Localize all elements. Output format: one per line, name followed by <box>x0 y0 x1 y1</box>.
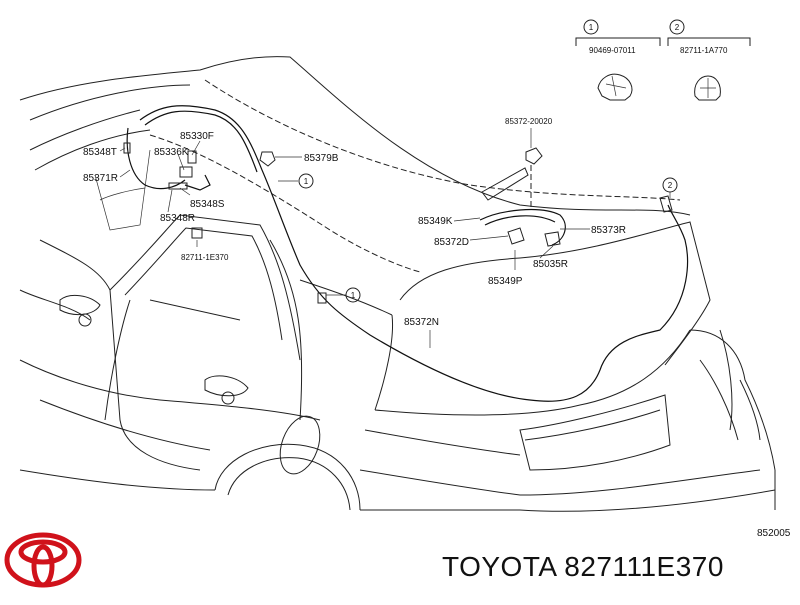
svg-text:2: 2 <box>668 181 673 190</box>
car-body-outline <box>19 56 776 512</box>
label-85348r: 85348R <box>160 213 195 224</box>
callout-legend-1: 1 90469-07011 <box>575 19 661 101</box>
label-85372d: 85372D <box>434 237 469 248</box>
label-85373r: 85373R <box>591 225 626 236</box>
label-85330f: 85330F <box>180 131 214 142</box>
label-85035r: 85035R <box>533 259 568 270</box>
clamp-icon <box>317 292 327 304</box>
leader-lines <box>119 128 671 348</box>
diagram-code: 852005 <box>757 528 791 539</box>
label-82711-1e370: 82711-1E370 <box>181 253 229 262</box>
legend-part-90469-07011: 90469-07011 <box>589 46 636 55</box>
hose-joint-icon <box>123 142 131 154</box>
svg-text:1: 1 <box>304 177 309 186</box>
label-85348s: 85348S <box>190 199 225 210</box>
label-85371r: 85371R <box>83 173 118 184</box>
antenna-icon <box>481 167 529 201</box>
svg-text:2: 2 <box>675 23 680 32</box>
clip-part-icon <box>694 75 721 101</box>
label-85348t: 85348T <box>83 147 117 158</box>
toyota-logo-icon <box>4 532 82 588</box>
hose-connector-icon <box>507 227 525 245</box>
rear-clip-icon <box>659 195 673 213</box>
drawing-callout-1b: 1 <box>345 287 361 303</box>
connector-icon <box>187 150 197 164</box>
hose-clamp-icon <box>168 182 188 190</box>
brand-part-number: TOYOTA 827111E370 <box>442 551 724 582</box>
svg-text:1: 1 <box>589 23 594 32</box>
svg-text:1: 1 <box>351 291 356 300</box>
washer-hose-lines <box>126 105 689 402</box>
clip-icon <box>191 227 203 239</box>
nozzle-cap-icon <box>525 147 543 165</box>
clamp-part-icon <box>597 73 633 101</box>
legend-part-82711-1a770: 82711-1A770 <box>680 46 728 55</box>
label-85336k: 85336K <box>154 147 189 158</box>
label-85372n: 85372N <box>404 317 439 328</box>
label-85349p: 85349P <box>488 276 523 287</box>
drawing-callout-1a: 1 <box>298 173 314 189</box>
hose-bracket-icon <box>544 231 561 247</box>
check-valve-icon <box>179 166 193 178</box>
part-icons <box>123 142 673 304</box>
label-85372-20020: 85372-20020 <box>505 117 553 126</box>
label-85379b: 85379B <box>304 153 339 164</box>
part-labels: 85348T 85336K 85330F 85371R 85348S 85348… <box>83 117 626 328</box>
callout-legend-2: 2 82711-1A770 <box>667 19 751 101</box>
grommet-icon <box>259 151 276 167</box>
drawing-callout-2: 2 <box>662 177 678 193</box>
label-85349k: 85349K <box>418 216 453 227</box>
